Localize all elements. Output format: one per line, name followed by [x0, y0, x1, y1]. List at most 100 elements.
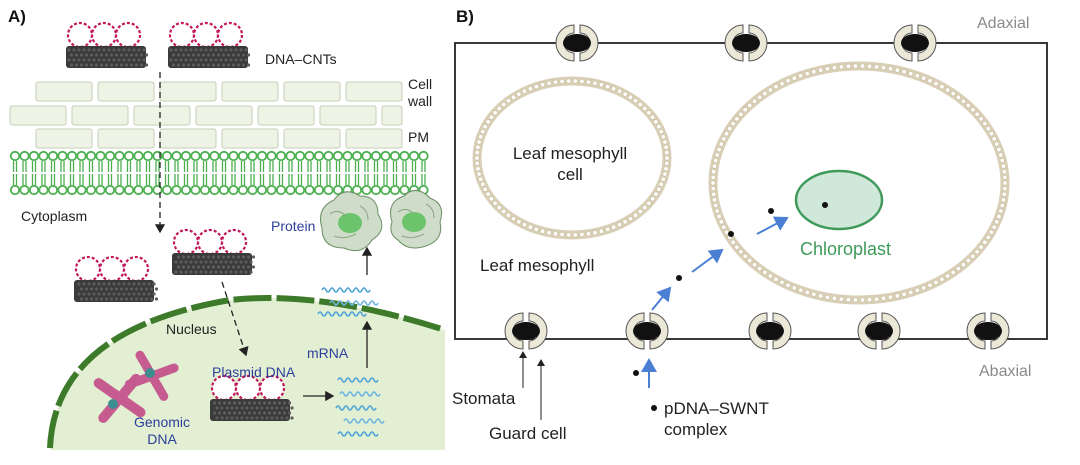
- plasmid-dna-label: Plasmid DNA: [212, 364, 296, 380]
- nanotube-atom: [212, 401, 217, 405]
- nanotube-atom: [240, 406, 244, 410]
- nanotube-atom: [89, 63, 94, 67]
- nanotube-atom: [139, 63, 144, 67]
- membrane-bead: [637, 208, 643, 214]
- membrane-bead: [527, 224, 533, 230]
- membrane-bead: [881, 295, 887, 301]
- membrane-bead: [711, 191, 717, 197]
- lipid-tail: [316, 161, 322, 185]
- lipid-tail: [221, 161, 227, 185]
- genomic-dna-label-line2: DNA: [147, 431, 177, 447]
- nanotube-atom: [241, 53, 246, 57]
- membrane-bead: [908, 71, 914, 77]
- membrane-bead: [939, 84, 945, 90]
- carbon-nanotube: [172, 253, 252, 275]
- nanotube-atom: [224, 270, 228, 274]
- membrane-bead: [994, 219, 1000, 225]
- nanotube-atom: [267, 411, 272, 415]
- nanotube-atom: [107, 292, 111, 296]
- lipid-tail: [307, 161, 312, 185]
- nanotube-atom: [231, 63, 236, 67]
- lipid-head: [313, 150, 325, 162]
- lipid-tail: [421, 161, 426, 185]
- nanotube-atom: [252, 401, 257, 405]
- nanotube-atom: [260, 406, 264, 410]
- nanotube-atom: [186, 255, 191, 259]
- membrane-bead: [663, 166, 669, 172]
- nanotube-atom: [144, 53, 149, 57]
- panel-b-label: B): [456, 7, 474, 26]
- lipid-head: [237, 150, 249, 162]
- membrane-bead: [881, 65, 887, 71]
- lipid-tail: [145, 161, 151, 185]
- lipid-tail: [278, 161, 284, 185]
- lipid-head: [256, 150, 268, 162]
- nanotube-atom: [102, 292, 106, 296]
- membrane-bead: [974, 249, 980, 255]
- nanotube-atom: [117, 292, 121, 296]
- stomatal-pore: [865, 322, 893, 340]
- membrane-bead: [511, 216, 517, 222]
- lipid-head: [351, 150, 363, 162]
- nanotube-atom: [112, 48, 116, 52]
- lipid-head: [114, 184, 125, 196]
- nanotube-atom: [226, 255, 231, 259]
- nanotube-atom: [186, 53, 191, 57]
- lipid-tail: [69, 161, 75, 185]
- nanotube-atom: [249, 270, 253, 274]
- nanotube-atom: [211, 265, 216, 269]
- membrane-bead: [970, 253, 976, 259]
- nanotube-atom: [99, 63, 104, 67]
- membrane-bead: [955, 94, 961, 100]
- nanotube-atom: [181, 265, 186, 269]
- membrane-bead: [914, 73, 920, 79]
- membrane-bead: [1001, 169, 1007, 175]
- abaxial-label: Abaxial: [979, 363, 1032, 380]
- guard-cell: [966, 312, 986, 350]
- nanotube-atom: [104, 297, 109, 301]
- nanotube-atom: [176, 63, 181, 67]
- lipid-tail: [288, 161, 293, 185]
- membrane-bead: [747, 258, 753, 264]
- guard-cell: [504, 312, 524, 350]
- membrane-bead: [747, 102, 753, 108]
- lipid-head: [180, 184, 192, 196]
- membrane-bead: [664, 155, 670, 161]
- nanotube-atom: [129, 53, 134, 57]
- nanotube-atom: [184, 260, 188, 264]
- cell-wall: [9, 81, 403, 149]
- nanotube-atom: [82, 48, 86, 52]
- lipid-tail: [259, 161, 265, 185]
- dna-ring: [168, 21, 196, 49]
- membrane-bead: [712, 197, 718, 203]
- membrane-bead: [622, 219, 628, 225]
- dna-ring: [192, 21, 220, 49]
- nanotube-atom: [87, 48, 91, 52]
- membrane-bead: [996, 147, 1002, 153]
- nanotube-atom: [232, 401, 237, 405]
- lipid-head: [199, 184, 211, 196]
- nanotube-atom: [241, 255, 246, 259]
- membrane-bead: [714, 208, 720, 214]
- membrane-bead: [982, 121, 988, 127]
- lipid-head: [209, 184, 220, 196]
- nanotube-atom: [201, 63, 206, 67]
- lipid-head: [47, 150, 59, 162]
- dna-ring: [122, 255, 150, 283]
- nanotube-atom: [122, 282, 126, 286]
- nanotube-atom: [127, 58, 131, 62]
- nanotube-atom: [272, 411, 277, 415]
- nanotube-atom: [89, 287, 94, 291]
- membrane-bead: [838, 64, 844, 70]
- mrna-strand: [337, 377, 379, 383]
- cell-wall-brick: [9, 105, 67, 126]
- lipid-head: [123, 184, 135, 196]
- nuclear-envelope: [47, 295, 446, 449]
- cell-wall-brick: [381, 105, 403, 126]
- nanotube-atom: [176, 53, 181, 57]
- stomatal-pore: [901, 34, 929, 52]
- dna-ring: [114, 21, 142, 49]
- nanotube-atom: [171, 63, 176, 67]
- nanotube-atom: [132, 48, 136, 52]
- lipid-tail: [107, 161, 113, 185]
